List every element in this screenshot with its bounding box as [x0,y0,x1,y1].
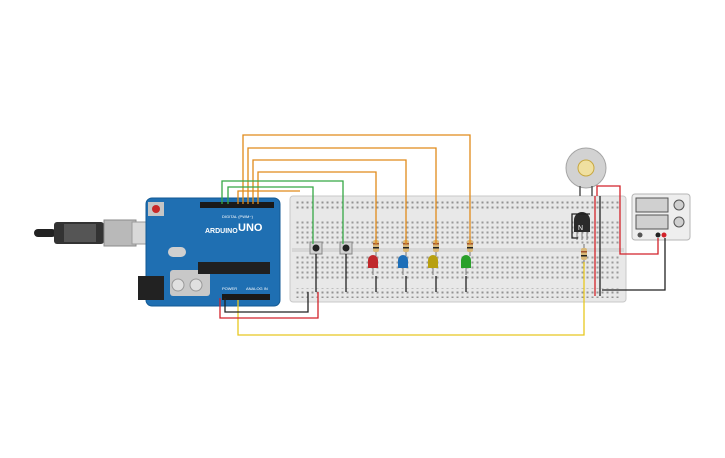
led-red[interactable] [368,255,378,275]
power-switch[interactable] [637,232,643,238]
wire-black-3 [602,238,666,291]
transistor-label: N [578,225,583,232]
analog-header-label: ANALOG IN [246,286,268,291]
dc-motor[interactable] [565,147,607,196]
arduino-brand-label: ARDUINO [205,228,238,235]
power-jack [138,276,164,300]
terminal-positive [661,232,667,238]
wire-red-2 [596,185,659,255]
led-blue[interactable] [398,255,408,275]
wire-black-2 [571,213,590,239]
wire-orange-3 [252,159,407,244]
voltage-display [635,197,669,213]
wire-orange-1 [242,134,471,244]
digital-header [200,202,274,208]
usb-cable [34,219,155,247]
arduino-uno-board[interactable]: ARDUINO UNO DIGITAL (PWM~) POWER ANALOG … [138,197,281,307]
wire-orange-5 [237,190,300,204]
breadboard[interactable] [289,195,627,303]
current-display [635,214,669,230]
push-button-1[interactable] [309,241,323,255]
wires [219,134,666,336]
current-knob[interactable] [673,216,685,228]
wire-orange-2 [247,147,437,244]
wire-orange-4 [257,171,377,244]
led-yellow[interactable] [428,255,438,275]
transistor[interactable]: N [574,212,590,240]
crystal [168,247,186,257]
microcontroller-chip [198,262,270,274]
digital-header-label: DIGITAL (PWM~) [222,214,254,219]
power-header-label: POWER [222,286,237,291]
led-green[interactable] [461,255,471,275]
power-supply[interactable] [631,193,691,241]
wire-black-1 [224,292,309,313]
voltage-knob[interactable] [673,199,685,211]
arduino-model-label: UNO [238,222,263,234]
push-button-2[interactable] [339,241,353,255]
wire-green-2 [227,186,314,244]
terminal-negative [655,232,661,238]
power-analog-header [222,294,270,300]
wire-green-1 [221,180,344,244]
wire-red-1 [219,292,319,319]
